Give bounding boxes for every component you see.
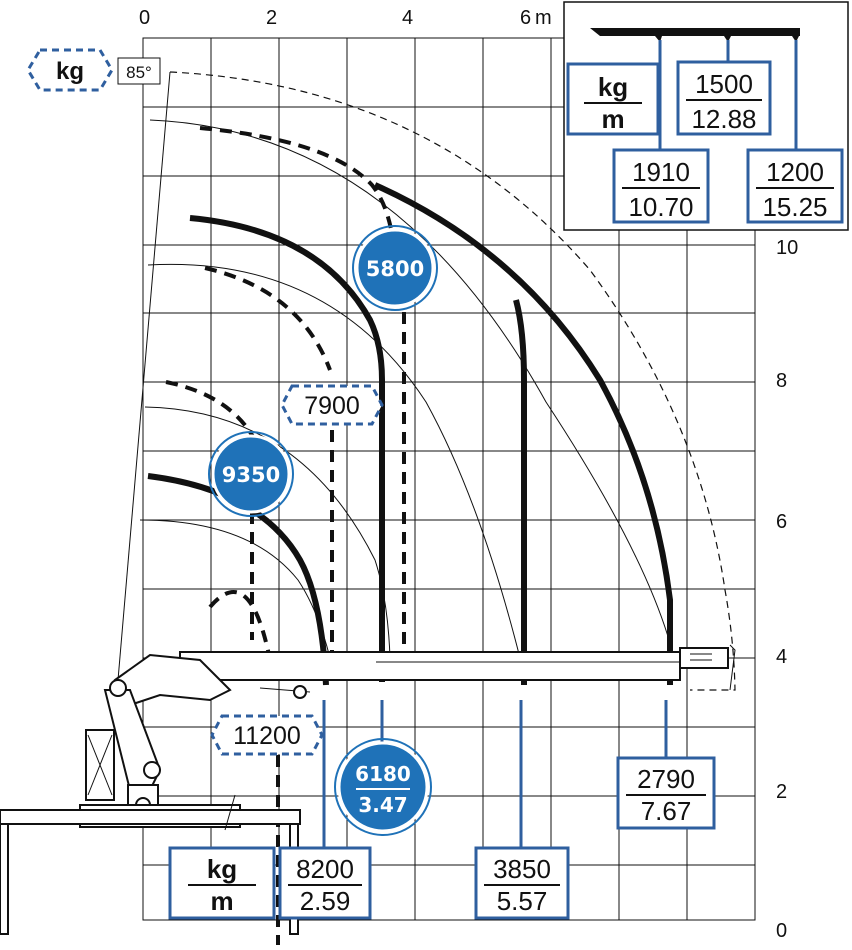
capacity-kg-2790: 2790 — [637, 764, 695, 794]
inset-legend-m: m — [601, 104, 624, 134]
crane-illustration — [0, 644, 736, 935]
capacity-kg-3850: 3850 — [493, 854, 551, 884]
load-curve-57 — [513, 299, 527, 685]
dashed-curve-11200 — [208, 590, 272, 661]
bottom-legend: kg m — [168, 846, 276, 920]
x-tick-0: 0 — [139, 7, 150, 29]
angle-label: 85° — [117, 57, 161, 85]
load-curve-34 — [189, 215, 385, 682]
inset-kg-1910: 1910 — [632, 157, 690, 187]
badge-6180-m: 3.47 — [358, 793, 407, 817]
x-tick-4: 4 — [402, 7, 413, 29]
inset-box-1500: 1500 12.88 — [676, 60, 772, 136]
x-axis-labels: 0 2 4 6 m — [139, 7, 552, 29]
dashed-load-curves — [165, 126, 406, 945]
y-tick-0: 0 — [776, 920, 787, 942]
inset-legend-kg: kg — [598, 72, 628, 102]
stabilizer-leg-left — [0, 823, 9, 935]
y-tick-10: 10 — [776, 237, 798, 259]
capacity-m-767: 7.67 — [641, 796, 692, 826]
dashed-label-7900-text: 7900 — [304, 392, 360, 420]
inset-legend: kg m — [566, 62, 660, 136]
reach-arc-2 — [147, 263, 521, 659]
load-curve-26 — [147, 473, 329, 686]
max-reach-envelope — [169, 71, 736, 691]
inset-panel: kg m 1500 12.88 1910 10.70 1200 15.25 — [563, 1, 849, 231]
angle-label-text: 85° — [126, 63, 152, 82]
boom-85-line — [117, 71, 171, 681]
y-tick-4: 4 — [776, 646, 787, 668]
x-axis-unit: m — [535, 7, 552, 29]
badge-6180: 6180 3.47 — [334, 738, 432, 836]
capacity-kg-8200: 8200 — [296, 854, 354, 884]
x-tick-2: 2 — [266, 7, 277, 29]
inset-box-1910: 1910 10.70 — [612, 148, 710, 224]
capacity-box-8200: 8200 2.59 — [278, 846, 372, 920]
inset-kg-1200: 1200 — [766, 157, 824, 187]
stabilizer-beam — [0, 809, 301, 825]
boom-tube — [179, 651, 681, 681]
dashed-curve-5800 — [199, 126, 397, 261]
load-curve-outer — [373, 182, 673, 685]
bottom-legend-m: m — [210, 886, 233, 916]
boom-tip — [679, 647, 729, 669]
y-axis-labels: 10 8 6 4 2 0 — [776, 237, 798, 942]
badge-5800: 5800 — [352, 225, 438, 311]
inset-boom — [590, 28, 800, 36]
reach-arcs — [117, 71, 675, 681]
bottom-legend-kg: kg — [207, 854, 237, 884]
y-tick-6: 6 — [776, 511, 787, 533]
badge-9350: 9350 — [208, 431, 294, 517]
capacity-box-2790: 2790 7.67 — [616, 756, 716, 830]
reach-arc-3 — [144, 406, 391, 659]
y-tick-2: 2 — [776, 781, 787, 803]
capacity-m-259: 2.59 — [300, 886, 351, 916]
dashed-label-11200: 11200 — [210, 714, 324, 756]
load-curves — [147, 182, 673, 686]
badge-5800-text: 5800 — [366, 257, 424, 281]
capacity-box-3850: 3850 5.57 — [474, 846, 570, 920]
dashed-label-7900: 7900 — [280, 384, 384, 426]
dashed-curve-7900 — [204, 266, 332, 371]
x-tick-6: 6 — [520, 7, 531, 29]
kg-legend-hex: kg — [26, 48, 114, 92]
inset-kg-1500: 1500 — [695, 69, 753, 99]
reach-arc-1 — [149, 119, 675, 659]
kg-legend-label: kg — [56, 58, 84, 85]
inset-m-1288: 12.88 — [691, 104, 756, 134]
inset-m-1525: 15.25 — [762, 192, 827, 222]
capacity-m-557: 5.57 — [497, 886, 548, 916]
inset-m-1070: 10.70 — [628, 192, 693, 222]
badge-9350-text: 9350 — [222, 463, 280, 487]
badge-6180-kg: 6180 — [355, 762, 411, 786]
inset-box-1200: 1200 15.25 — [746, 148, 844, 224]
dashed-label-11200-text: 11200 — [233, 722, 301, 750]
y-tick-8: 8 — [776, 370, 787, 392]
